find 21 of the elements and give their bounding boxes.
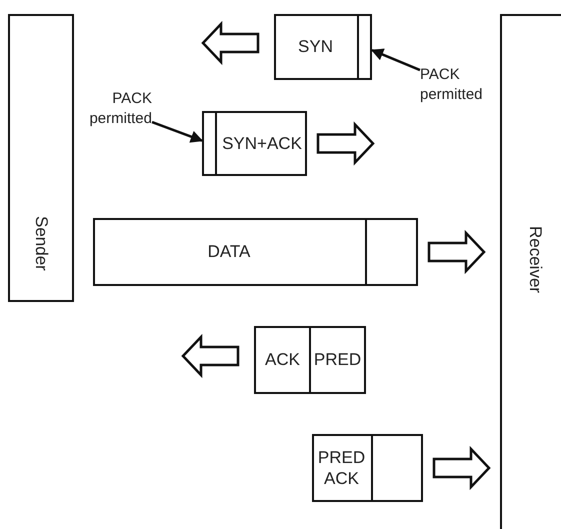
packet-label: SYN xyxy=(298,36,333,58)
endpoint-label: Receiver xyxy=(525,226,545,294)
annotation-text: PACK permitted xyxy=(88,88,152,129)
packet-field-label: ACK xyxy=(264,349,301,371)
packet xyxy=(274,14,372,80)
endpoint-bar xyxy=(8,14,74,302)
endpoint-bar xyxy=(500,14,561,529)
packet xyxy=(254,326,366,394)
packet xyxy=(202,111,307,176)
packet-label: PRED ACK xyxy=(316,446,366,490)
packet-label: SYN+ACK xyxy=(222,132,302,154)
leader-line xyxy=(370,48,420,72)
leader-line xyxy=(152,120,204,143)
block-arrow xyxy=(432,446,491,490)
packet xyxy=(312,434,423,502)
endpoint-label: Sender xyxy=(31,216,51,271)
packet-field-label: PRED xyxy=(309,328,364,392)
packet xyxy=(93,218,418,286)
packet-label: DATA xyxy=(208,241,250,263)
block-arrow xyxy=(428,230,486,274)
annotation-text: PACK permitted xyxy=(420,64,484,105)
